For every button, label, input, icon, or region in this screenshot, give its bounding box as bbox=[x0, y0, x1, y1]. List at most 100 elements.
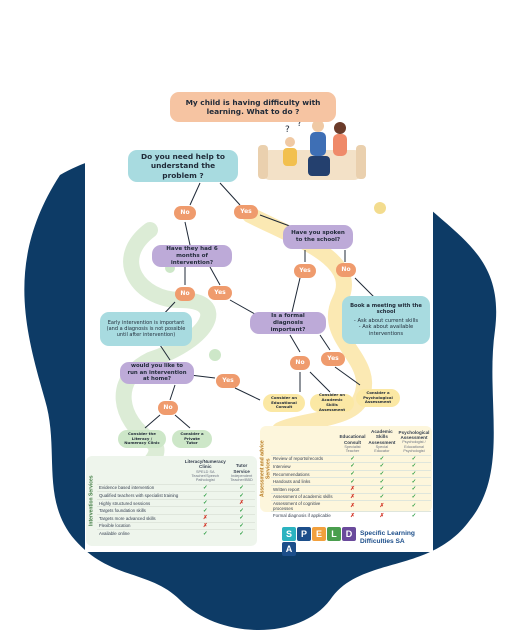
table-row: Recommendations✓✓✓ bbox=[271, 469, 431, 478]
logo-letter: D bbox=[342, 527, 356, 541]
cross-icon: ✗ bbox=[338, 511, 367, 520]
plant-decoration bbox=[209, 349, 221, 361]
cross-icon: ✗ bbox=[366, 511, 397, 520]
svg-text:?: ? bbox=[285, 125, 290, 135]
row-label: Handouts and links bbox=[271, 477, 339, 486]
book-meeting-title: Book a meeting with the school bbox=[350, 302, 422, 316]
check-icon: ✓ bbox=[366, 477, 397, 486]
check-icon: ✓ bbox=[366, 469, 397, 478]
green-path bbox=[102, 222, 217, 508]
family-illustration: ? ? bbox=[258, 119, 366, 180]
table-row: Handouts and links✓✓✓ bbox=[271, 477, 431, 486]
cross-icon: ✗ bbox=[366, 500, 397, 512]
svg-text:?: ? bbox=[297, 119, 302, 129]
plant-decoration bbox=[374, 202, 386, 214]
row-label: Assessment of academic skills bbox=[271, 492, 339, 501]
check-icon: ✓ bbox=[396, 511, 431, 520]
answer-yes: Yes bbox=[321, 352, 345, 366]
table-row: Formal diagnosis if applicable✗✗✓ bbox=[271, 511, 431, 520]
cross-icon: ✗ bbox=[182, 521, 229, 530]
consider-educational-consult: Consider an Educational Consult bbox=[263, 394, 305, 412]
check-icon: ✓ bbox=[396, 477, 431, 486]
answer-yes: Yes bbox=[234, 205, 258, 219]
consider-tutor: Consider a Private Tutor bbox=[172, 430, 212, 448]
row-label: Available online bbox=[97, 529, 183, 538]
book-meeting-point: - Ask about available interventions bbox=[358, 324, 414, 337]
table-row: Review of reports/records✓✓✓ bbox=[271, 454, 431, 463]
consider-academic-skills: Consider an Academic Skills Assessment bbox=[310, 392, 354, 412]
title-question: My child is having difficulty with learn… bbox=[170, 92, 336, 122]
answer-no: No bbox=[336, 263, 356, 277]
logo-letter: S bbox=[282, 527, 296, 541]
answer-yes: Yes bbox=[208, 286, 232, 300]
table-row: Assessment of cognitive processes✗✗✓ bbox=[271, 500, 431, 512]
check-icon: ✓ bbox=[366, 492, 397, 501]
check-icon: ✓ bbox=[228, 506, 255, 515]
flow-arrows bbox=[144, 182, 376, 429]
cross-icon: ✗ bbox=[338, 484, 367, 494]
book-meeting-point: - Ask about current skills bbox=[353, 317, 419, 324]
question-need-help: Do you need help to understand the probl… bbox=[128, 150, 238, 182]
check-icon: ✓ bbox=[396, 469, 431, 478]
check-icon: ✓ bbox=[396, 492, 431, 501]
check-icon: ✓ bbox=[182, 529, 229, 538]
row-label: Interview bbox=[271, 462, 339, 471]
logo-letter: A bbox=[282, 542, 296, 556]
check-icon: ✓ bbox=[182, 498, 229, 507]
logo-letter: P bbox=[297, 527, 311, 541]
check-icon: ✓ bbox=[396, 484, 431, 494]
check-icon: ✓ bbox=[396, 500, 431, 512]
check-icon: ✓ bbox=[338, 462, 367, 471]
cross-icon: ✗ bbox=[228, 498, 255, 507]
answer-yes: Yes bbox=[294, 264, 316, 278]
table-row: Targets foundation skills✓✓ bbox=[97, 506, 255, 515]
check-icon: ✓ bbox=[396, 462, 431, 471]
logo-text-line2: Difficulties SA bbox=[360, 538, 405, 545]
check-icon: ✓ bbox=[182, 483, 229, 492]
cross-icon: ✗ bbox=[182, 514, 229, 523]
row-label: Assessment of cognitive processes bbox=[271, 500, 339, 512]
check-icon: ✓ bbox=[338, 469, 367, 478]
check-icon: ✓ bbox=[228, 521, 255, 530]
table-row: Targets more advanced skills✗✓ bbox=[97, 514, 255, 523]
check-icon: ✓ bbox=[366, 454, 397, 463]
consider-clinic: Consider the Literacy / Numeracy Clinic bbox=[118, 430, 166, 448]
table-row: Available online✓✓ bbox=[97, 529, 255, 538]
check-icon: ✓ bbox=[228, 491, 255, 500]
question-six-months: Have they had 6 months of intervention? bbox=[152, 245, 232, 267]
check-icon: ✓ bbox=[228, 483, 255, 492]
table-row: Interview✓✓✓ bbox=[271, 462, 431, 471]
check-icon: ✓ bbox=[366, 462, 397, 471]
answer-no: No bbox=[158, 401, 178, 415]
check-icon: ✓ bbox=[228, 529, 255, 538]
table-row: Flexible location✗✓ bbox=[97, 521, 255, 530]
row-label: Qualified teachers with specialist train… bbox=[97, 491, 183, 500]
question-spoken-school: Have you spoken to the school? bbox=[283, 225, 353, 249]
row-label: Highly structured sessions bbox=[97, 498, 183, 507]
row-label: Formal diagnosis if applicable bbox=[271, 511, 339, 520]
intervention-services-label: Intervention Services bbox=[88, 475, 95, 527]
row-label: Targets foundation skills bbox=[97, 506, 183, 515]
check-icon: ✓ bbox=[182, 506, 229, 515]
row-label: Flexible location bbox=[97, 521, 183, 530]
answer-no: No bbox=[174, 206, 196, 220]
row-label: Evidence based intervention bbox=[97, 483, 183, 492]
book-meeting-box: Book a meeting with the school - Ask abo… bbox=[342, 296, 430, 344]
check-icon: ✓ bbox=[396, 454, 431, 463]
table-row: Written report✗✓✓ bbox=[271, 484, 431, 494]
table-row: Qualified teachers with specialist train… bbox=[97, 491, 255, 500]
consider-psychological: Consider a Psychological Assessment bbox=[356, 389, 400, 407]
table-row: Assessment of academic skills✗✓✓ bbox=[271, 492, 431, 501]
table-row: Evidence based intervention✓✓ bbox=[97, 483, 255, 492]
check-icon: ✓ bbox=[182, 491, 229, 500]
cross-icon: ✗ bbox=[338, 492, 367, 501]
row-label: Targets more advanced skills bbox=[97, 514, 183, 523]
